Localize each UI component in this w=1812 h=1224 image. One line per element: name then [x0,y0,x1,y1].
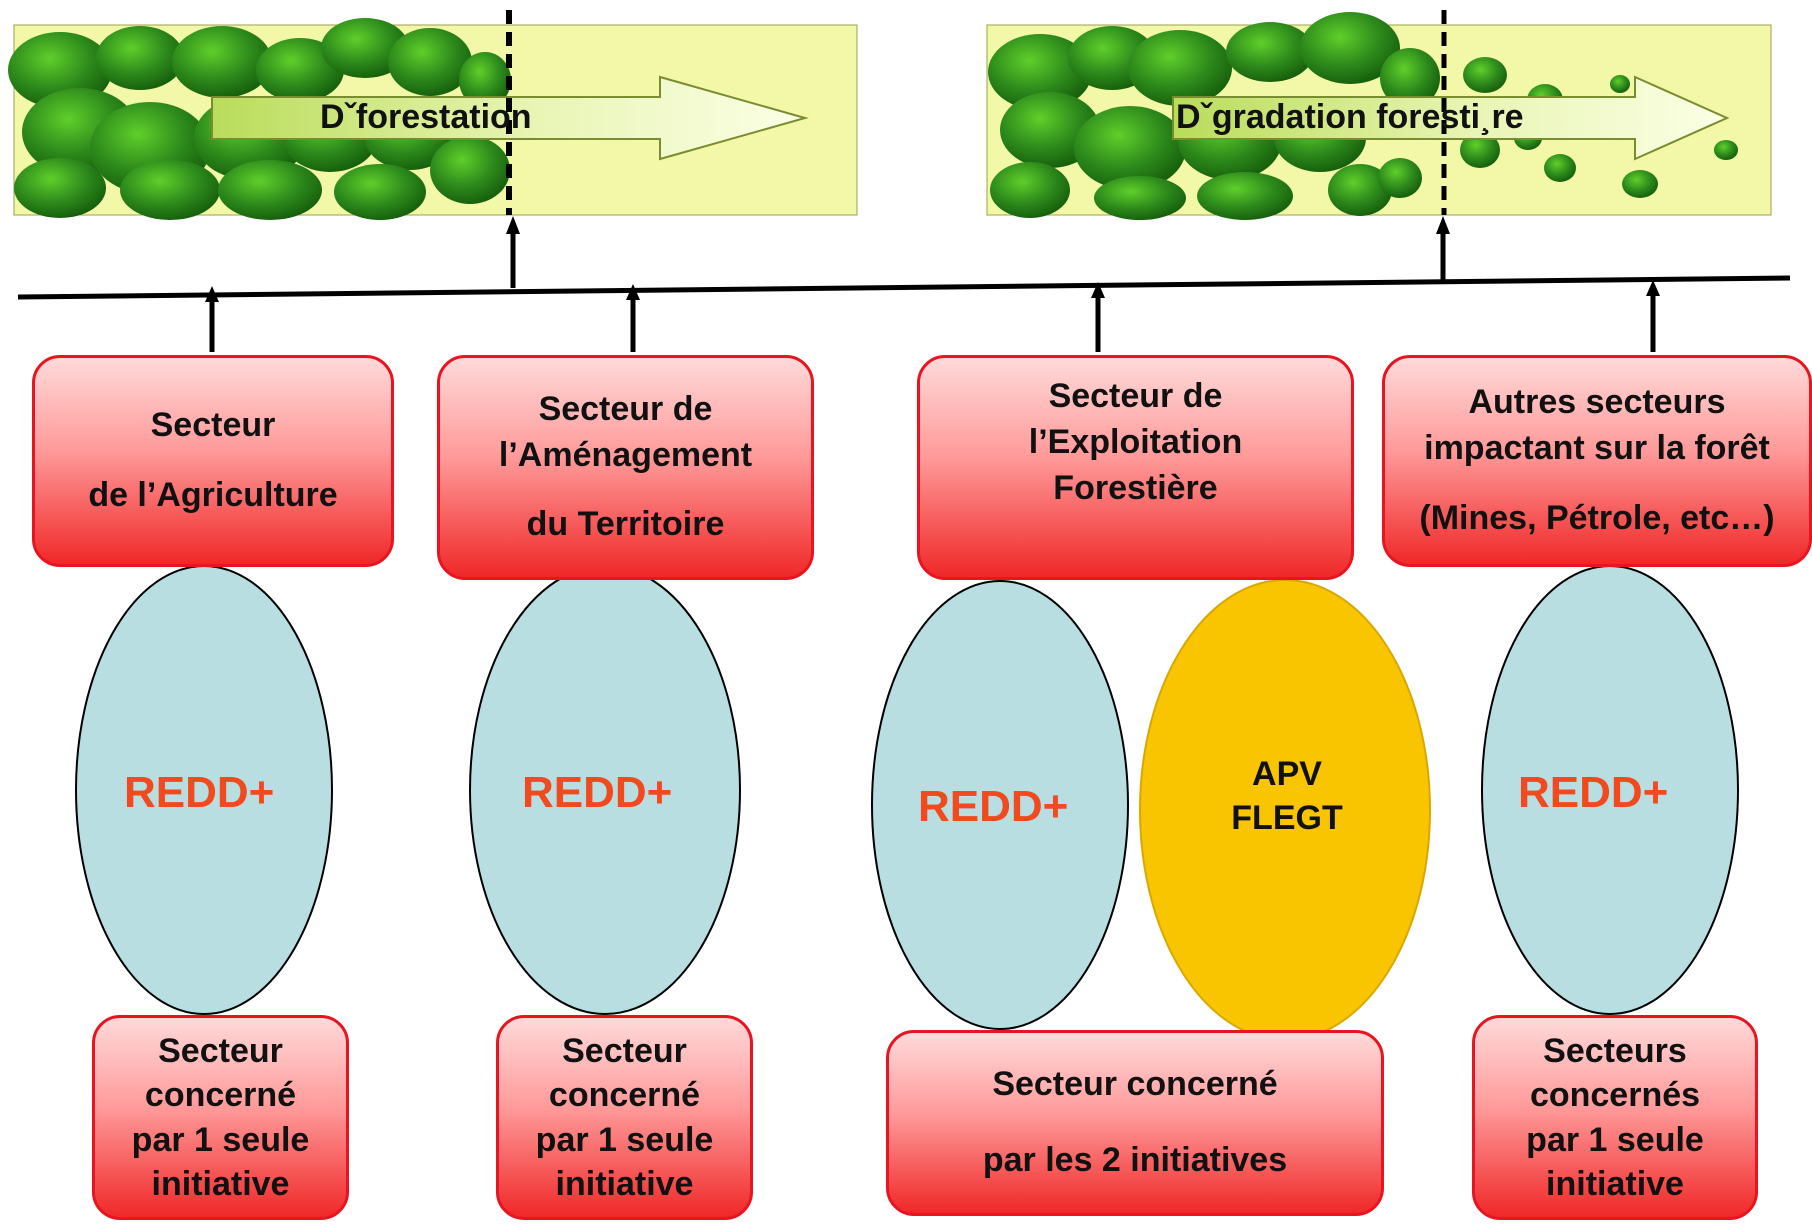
bottom-4-line3: par 1 seule [1526,1120,1704,1159]
connector-arrows [205,216,1660,352]
bottom-3-line2: par les 2 initiatives [982,1141,1288,1179]
arrow-autres [1646,280,1660,352]
arrow-deforestation [506,216,520,288]
bottom-2-line3: par 1 seule [535,1120,714,1159]
deforestation-banner [8,10,858,220]
bottom-box-exploitation: Secteur concerné par les 2 initiatives [886,1030,1384,1216]
sector-amenagement-line3: du Territoire [526,505,725,544]
sector-autres: Autres secteurs impactant sur la forêt (… [1382,355,1812,567]
bottom-1-line3: par 1 seule [131,1120,310,1159]
arrow-amenagement [626,284,640,352]
sector-amenagement-line2: l’Aménagement [498,435,753,474]
degradation-arrow [1172,75,1730,161]
apv-label-line1: APV [1252,755,1322,793]
bottom-1-line2: concerné [144,1076,297,1115]
apv-label-line2: FLEGT [1231,799,1343,838]
arrow-exploitation [1091,282,1105,352]
deforestation-label: Dˇforestation [320,98,532,136]
degradation-banner [986,10,1772,220]
sector-exploitation-line1: Secteur de [1048,377,1223,415]
redd-label-exploitation: REDD+ [918,782,1069,831]
sector-exploitation: Secteur de l’Exploitation Forestière [917,355,1354,580]
apv-flegt-label: APV FLEGT [1222,752,1352,840]
bottom-box-autres: Secteurs concernés par 1 seule initiativ… [1472,1015,1758,1220]
sector-exploitation-line2: l’Exploitation [1028,422,1243,461]
sector-agriculture-line1: Secteur [150,406,276,445]
bottom-3-line1: Secteur concerné [992,1065,1278,1104]
sector-autres-line2: impactant sur la forêt [1424,429,1770,468]
sector-amenagement-line1: Secteur de [538,389,713,428]
sector-autres-line3: (Mines, Pétrole, etc…) [1419,498,1775,537]
sector-amenagement: Secteur de l’Aménagement du Territoire [437,355,814,580]
sector-agriculture-line2: de l’Agriculture [88,476,338,514]
arrow-agriculture [205,286,219,352]
redd-label-autres: REDD+ [1518,768,1669,817]
redd-label-amenagement: REDD+ [522,768,673,817]
degradation-label: Dˇgradation foresti¸re [1176,98,1524,136]
bottom-box-amenagement: Secteur concerné par 1 seule initiative [496,1015,753,1220]
bottom-1-line4: initiative [151,1164,290,1203]
redd-oval-exploitation [871,580,1129,1030]
sector-agriculture: Secteur de l’Agriculture [32,355,394,567]
bottom-4-line4: initiative [1546,1164,1684,1203]
bottom-2-line2: concerné [548,1076,701,1115]
sector-autres-line1: Autres secteurs [1468,383,1726,422]
forest-cluster-left [8,18,511,220]
bottom-4-line1: Secteurs [1543,1032,1687,1071]
redd-label-agriculture: REDD+ [124,768,275,817]
forest-cluster-right [988,12,1738,220]
bottom-2-line1: Secteur [562,1032,687,1071]
deforestation-arrow [211,75,809,161]
bottom-box-agriculture: Secteur concerné par 1 seule initiative [92,1015,349,1220]
bottom-1-line1: Secteur [158,1032,283,1071]
arrow-degradation [1436,216,1450,283]
bottom-4-line2: concernés [1529,1076,1701,1115]
baseline [17,275,1791,300]
sector-exploitation-line3: Forestière [1053,468,1218,507]
bottom-2-line4: initiative [555,1164,694,1203]
